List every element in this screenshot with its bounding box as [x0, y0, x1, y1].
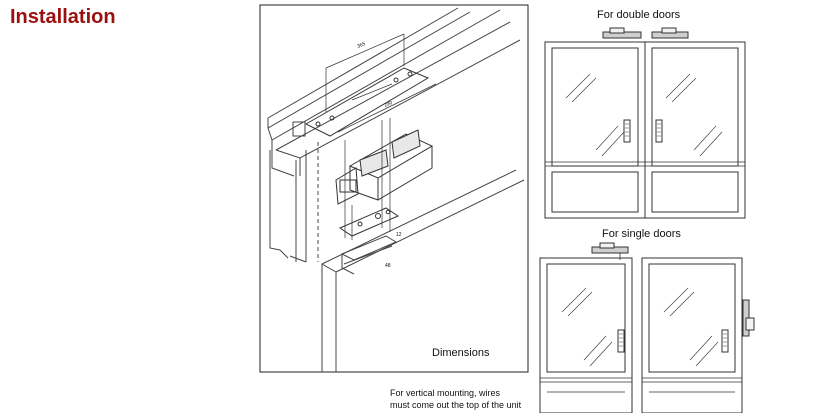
double-left-door [544, 41, 646, 219]
single-door-lock-side [742, 299, 755, 337]
single-right-door [641, 257, 743, 413]
double-doors-label: For double doors [597, 9, 681, 21]
mounting-plate: 365 290 [304, 33, 437, 137]
double-doors-drawing: For double doors [544, 9, 746, 219]
vertical-mount-note-line1: For vertical mounting, wires [390, 388, 501, 398]
single-left-door [539, 257, 633, 413]
single-door-lock-top [591, 242, 629, 260]
svg-text:48: 48 [385, 263, 391, 269]
frame-header [267, 7, 521, 177]
dimensions-frame [259, 4, 529, 373]
armature-plate [338, 207, 400, 237]
double-right-door [644, 41, 746, 219]
dimensions-label: Dimensions [432, 347, 490, 359]
dimensions-drawing: 365 290 [259, 4, 529, 373]
svg-text:290: 290 [383, 100, 393, 109]
page-heading: Installation [10, 6, 116, 28]
lock-body [335, 129, 434, 205]
single-doors-drawing: For single doors [539, 228, 755, 413]
leader-lines [344, 118, 391, 240]
svg-text:12: 12 [396, 232, 402, 238]
door-leaf: 48 12 [321, 169, 525, 372]
door-jamb [269, 142, 319, 263]
svg-text:365: 365 [356, 41, 366, 50]
single-doors-label: For single doors [602, 228, 681, 240]
vertical-mount-note-line2: must come out the top of the unit [390, 400, 522, 410]
double-doors-locks [602, 27, 689, 39]
